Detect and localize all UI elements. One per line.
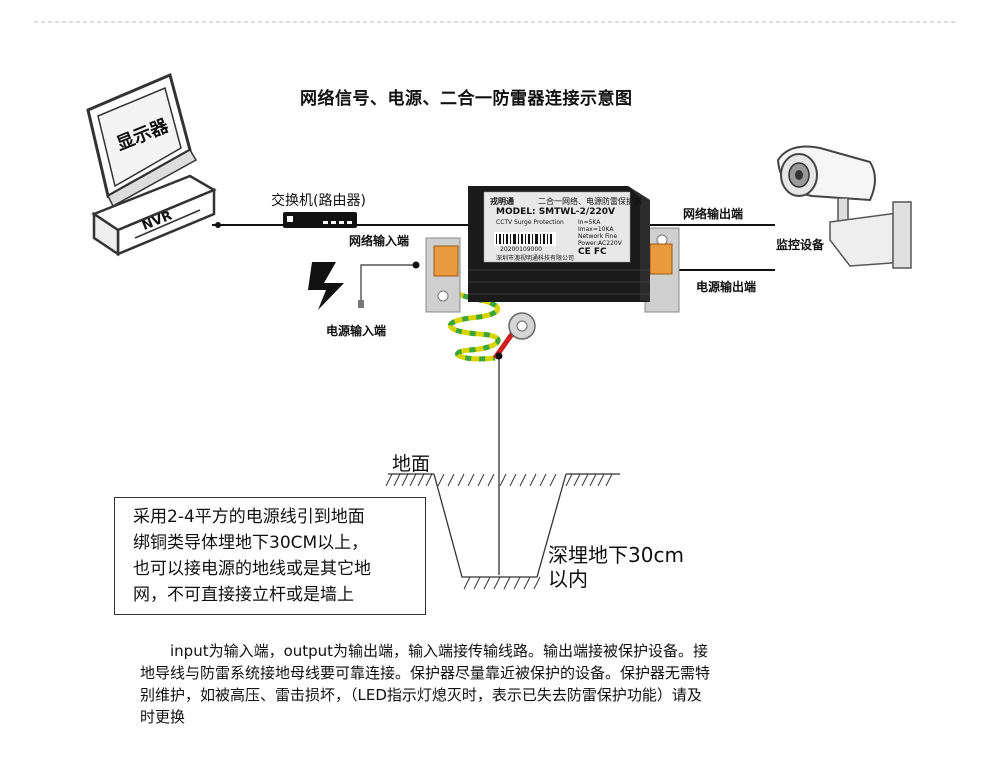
camera-icon	[776, 145, 912, 269]
switch-icon	[283, 212, 357, 228]
grounding-note-box: 采用2-4平方的电源线引到地面 绑铜类导体埋地下30CM以上， 也可以接电源的地…	[114, 497, 426, 615]
device-brand: 戎明通	[490, 197, 514, 206]
device-cert-marks: CE FC	[578, 247, 607, 257]
device-company: 深圳市澳视明通科技有限公司	[496, 255, 575, 262]
depth-label: 深埋地下30cm以内	[548, 543, 684, 591]
note-line: 也可以接电源的地线或是其它地	[133, 559, 371, 579]
ground-label: 地面	[392, 453, 431, 475]
device-barcode-number: 20200109000	[500, 246, 542, 253]
network-input-label: 网络输入端	[349, 234, 410, 248]
monitor-icon	[86, 72, 198, 208]
usage-description: input为输入端，output为输出端，输入端接传输线路。输出端接被保护设备。…	[140, 640, 860, 728]
device-type: CCTV Surge Protection	[496, 219, 564, 226]
device-network: Network Fine	[578, 233, 618, 240]
device-model: MODEL: SMTWL-2/220V	[496, 207, 615, 217]
device-name: 二合一网络、电源防雷保护器	[538, 197, 642, 206]
surge-protector-device	[425, 186, 680, 313]
ground-pit	[385, 473, 620, 590]
description-line: input为输入端，output为输出端，输入端接传输线路。输出端接被保护设备。…	[140, 642, 709, 660]
switch-label: 交换机(路由器)	[271, 193, 366, 209]
note-line: 采用2-4平方的电源线引到地面	[133, 507, 365, 527]
power-output-label: 电源输出端	[696, 280, 757, 294]
note-line: 网，不可直接接立杆或是墙上	[133, 585, 354, 605]
note-line: 绑铜类导体埋地下30CM以上，	[133, 533, 369, 553]
lightning-icon	[308, 262, 344, 310]
diagram-title: 网络信号、电源、二合一防雷器连接示意图	[300, 89, 633, 109]
device-power: Power:AC220V	[578, 240, 622, 247]
description-line: 别维护，如被高压、雷击损坏，（LED指示灯熄灭时，表示已失去防雷保护功能）请及	[140, 686, 702, 704]
power-input-label: 电源输入端	[326, 324, 387, 338]
device-imax: Imax=10KA	[578, 226, 614, 233]
nvr-icon	[91, 174, 217, 257]
description-line: 时更换	[140, 708, 186, 726]
power-input-line	[360, 264, 416, 300]
device-in-rating: In=5KA	[578, 219, 601, 226]
camera-label: 监控设备	[776, 238, 825, 252]
network-output-label: 网络输出端	[683, 207, 744, 221]
description-line: 地导线与防雷系统接地母线要可靠连接。保护器尽量靠近被保护的设备。保护器无需特	[140, 664, 711, 682]
